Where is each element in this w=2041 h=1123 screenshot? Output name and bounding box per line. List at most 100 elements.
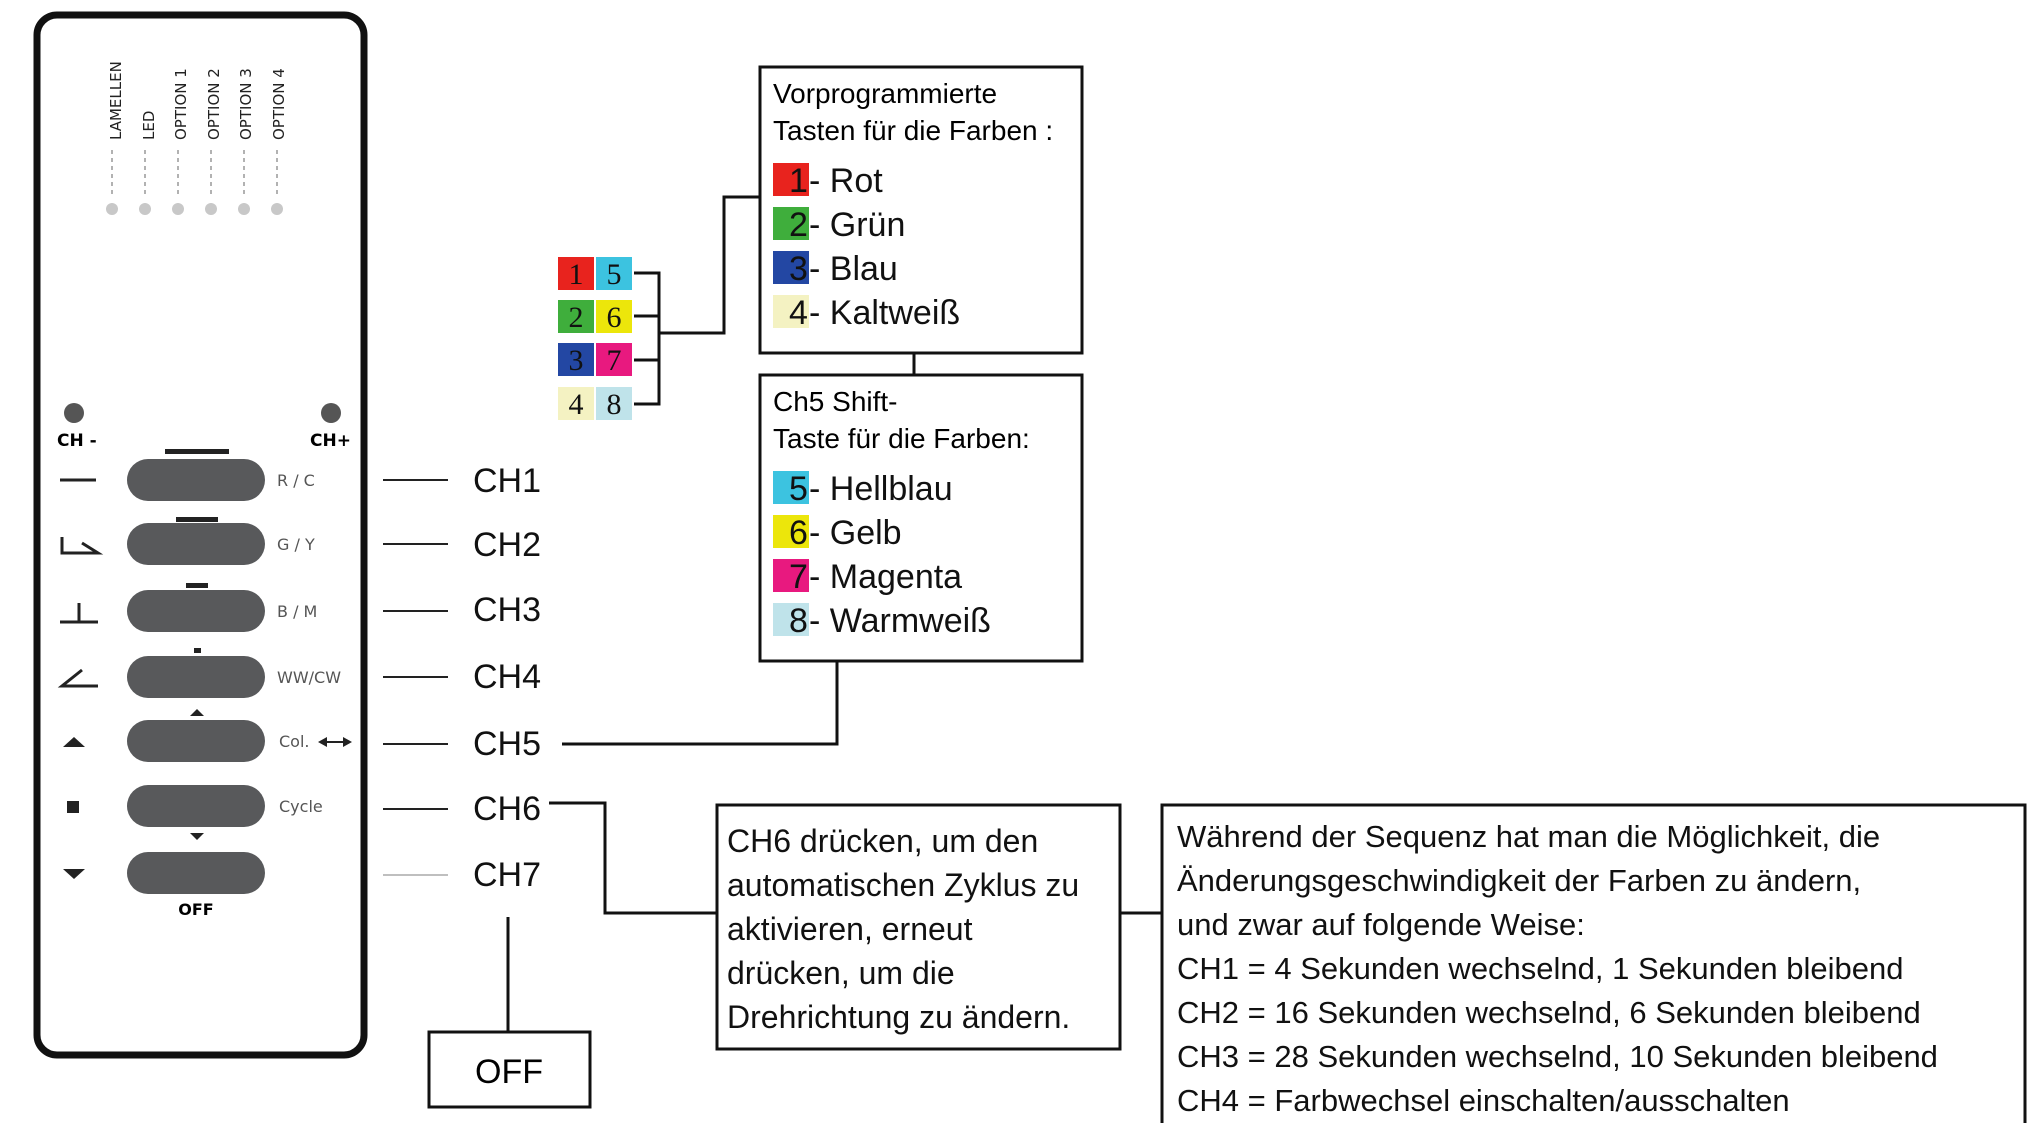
keypad-cell-1 xyxy=(558,257,594,290)
ch6-box-frame xyxy=(715,803,1122,1051)
channel-leaders xyxy=(383,479,448,876)
shift-swatch-8 xyxy=(773,603,809,636)
channel-label-ch3: CH3 xyxy=(473,591,541,629)
channel-label-ch5: CH5 xyxy=(473,725,541,763)
preset-swatch-2 xyxy=(773,207,809,240)
indicator-label-option1: OPTION 1 xyxy=(172,68,190,140)
off-box-frame xyxy=(427,1030,592,1109)
preset-num-1: 1 xyxy=(789,162,808,200)
channel-label-ch4: CH4 xyxy=(473,658,541,696)
indicator-leds xyxy=(106,203,283,215)
side-label-rc: R / C xyxy=(277,471,315,490)
sequence-box-lines: Während der Sequenz hat man die Möglichk… xyxy=(1177,819,1938,1118)
remote-control: LAMELLEN LED OPTION 1 OPTION 2 OPTION 3 … xyxy=(33,11,368,1059)
off-box-label: OFF xyxy=(475,1053,543,1091)
ch6-line-4: drücken, um die xyxy=(727,955,955,991)
preset-title-line1: Vorprogrammierte xyxy=(773,78,997,109)
keypad-cell-2 xyxy=(558,300,594,333)
shift-title-line1: Ch5 Shift- xyxy=(773,386,898,417)
channel-label-ch2: CH2 xyxy=(473,526,541,564)
ch-plus-label: CH+ xyxy=(310,431,351,451)
button-ch5[interactable] xyxy=(127,720,265,762)
ch6-box-lines: CH6 drücken, um den automatischen Zyklus… xyxy=(727,823,1079,1035)
button-ch6[interactable] xyxy=(127,785,265,827)
shift-num-5: 5 xyxy=(789,470,808,508)
side-label-gy: G / Y xyxy=(277,535,315,554)
ch5-connector xyxy=(562,661,839,746)
shift-num-7: 7 xyxy=(789,558,808,596)
preset-num-3: 3 xyxy=(789,250,808,288)
keypad-num-5: 5 xyxy=(607,258,622,291)
sequence-line-5: CH2 = 16 Sekunden wechselnd, 6 Sekunden … xyxy=(1177,995,1921,1030)
shift-label-6: - Gelb xyxy=(809,514,902,552)
button-ch4[interactable] xyxy=(127,656,265,698)
sequence-speed-box: Während der Sequenz hat man die Möglichk… xyxy=(1160,803,2027,1123)
keypad-num-4: 4 xyxy=(569,388,584,421)
button-ch2[interactable] xyxy=(127,523,265,565)
preset-colors-box: Vorprogrammierte Tasten für die Farben :… xyxy=(758,65,1084,355)
preset-swatch-3 xyxy=(773,251,809,284)
preset-num-4: 4 xyxy=(789,294,808,332)
keypad-num-3: 3 xyxy=(569,344,584,377)
led-option4 xyxy=(271,203,283,215)
indicator-label-led: LED xyxy=(140,111,158,140)
preset-title-line2: Tasten für die Farben : xyxy=(773,115,1053,146)
led-lamellen xyxy=(106,203,118,215)
keypad-cell-4 xyxy=(558,387,594,420)
shift-label-7: - Magenta xyxy=(809,558,962,596)
preset-label-3: - Blau xyxy=(809,250,898,288)
sequence-line-1: Während der Sequenz hat man die Möglichk… xyxy=(1177,819,1880,854)
shift-colors-box: Ch5 Shift- Taste für die Farben: 5 - Hel… xyxy=(758,373,1084,663)
sequence-line-3: und zwar auf folgende Weise: xyxy=(1177,907,1585,942)
shift-title-line2: Taste für die Farben: xyxy=(773,423,1030,454)
indicator-label-option2: OPTION 2 xyxy=(205,68,223,140)
button-ch7[interactable] xyxy=(127,852,265,894)
indicator-leaders xyxy=(111,150,278,198)
button-ch1[interactable] xyxy=(127,459,265,501)
shift-num-6: 6 xyxy=(789,514,808,552)
ch-minus-label: CH - xyxy=(57,431,97,451)
keypad-numbers: 1 5 2 6 3 7 4 8 xyxy=(569,258,622,421)
indicator-label-option4: OPTION 4 xyxy=(270,68,288,140)
keypad-grid: 1 5 2 6 3 7 4 8 xyxy=(558,257,632,421)
led-led xyxy=(139,203,151,215)
channel-label-ch6: CH6 xyxy=(473,790,541,828)
off-label: OFF xyxy=(178,900,213,919)
shift-label-8: - Warmweiß xyxy=(809,602,991,640)
indicator-labels: LAMELLEN LED OPTION 1 OPTION 2 OPTION 3 … xyxy=(107,61,288,140)
ch-plus-dot xyxy=(321,403,341,423)
ch-minus-dot xyxy=(64,403,84,423)
double-arrow-icon xyxy=(318,737,352,747)
shift-swatch-7 xyxy=(773,559,809,592)
side-labels: R / C G / Y B / M WW/CW Col. Cycle xyxy=(277,471,341,816)
sequence-line-7: CH4 = Farbwechsel einschalten/ausschalte… xyxy=(1177,1083,1790,1118)
preset-num-2: 2 xyxy=(789,206,808,244)
ch6-line-5: Drehrichtung zu ändern. xyxy=(727,999,1070,1035)
preset-items: 1 - Rot 2 - Grün 3 - Blau 4 - Kaltweiß xyxy=(789,162,960,332)
preset-swatch-4 xyxy=(773,295,809,328)
remote-buttons xyxy=(127,459,265,894)
preset-colors-frame xyxy=(758,65,1084,355)
left-icons xyxy=(57,478,104,688)
keypad-cell-8 xyxy=(596,387,632,420)
keypad-num-2: 2 xyxy=(569,301,584,334)
shift-label-5: - Hellblau xyxy=(809,470,953,508)
ch6-line-2: automatischen Zyklus zu xyxy=(727,867,1079,903)
shift-colors-frame xyxy=(758,373,1084,663)
button-ch3[interactable] xyxy=(127,590,265,632)
sequence-line-6: CH3 = 28 Sekunden wechselnd, 10 Sekunden… xyxy=(1177,1039,1938,1074)
angle-low-icon xyxy=(60,537,104,555)
side-label-cycle: Cycle xyxy=(279,797,323,816)
ch6-line-3: aktivieren, erneut xyxy=(727,911,973,947)
keypad-num-8: 8 xyxy=(607,388,622,421)
shift-num-8: 8 xyxy=(789,602,808,640)
side-label-bm: B / M xyxy=(277,602,317,621)
indicator-label-option3: OPTION 3 xyxy=(237,68,255,140)
keypad-connector xyxy=(634,195,760,406)
channel-labels: CH1 CH2 CH3 CH4 CH5 CH6 CH7 xyxy=(473,462,541,894)
triangle-down-icon xyxy=(63,869,85,879)
square-icon xyxy=(67,801,79,813)
preset-label-4: - Kaltweiß xyxy=(809,294,960,332)
keypad-cell-3 xyxy=(558,343,594,376)
sequence-box-frame xyxy=(1160,803,2027,1123)
